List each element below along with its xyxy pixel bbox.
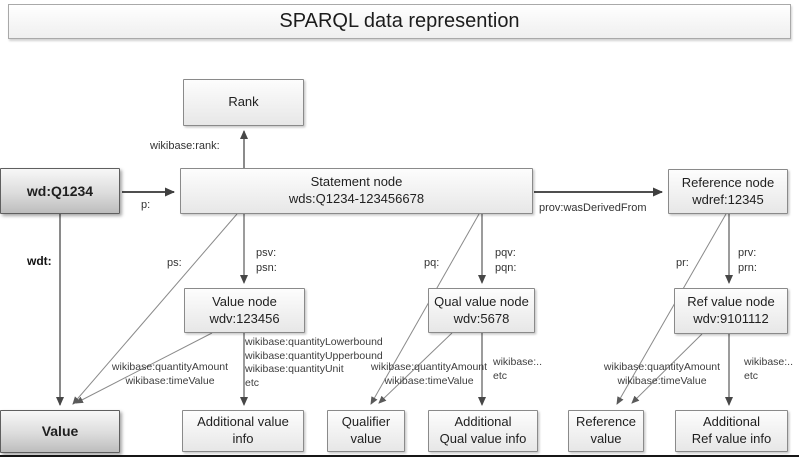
- node-additional-qual-value-info: Additional Qual value info: [428, 410, 538, 452]
- edge-label-prv-prn: prv: prn:: [738, 247, 757, 274]
- edge-label-qual-amount: wikibase:quantityAmount wikibase:timeVal…: [370, 361, 488, 387]
- node-qualifier-value: Qualifier value: [327, 410, 405, 452]
- arrow-valuenode-value: [75, 332, 213, 404]
- node-statement: Statement node wds:Q1234-123456678: [180, 168, 533, 214]
- edge-label-pq: pq:: [424, 257, 440, 269]
- edge-label-ref-amount: wikibase:quantityAmount wikibase:timeVal…: [603, 361, 721, 387]
- edge-label-prov: prov:wasDerivedFrom: [539, 202, 647, 214]
- node-additional-ref-value-info: Additional Ref value info: [675, 410, 788, 452]
- edge-label-value-extras: wikibase:quantityLowerbound wikibase:qua…: [245, 336, 383, 389]
- edge-label-psv-psn: psv: psn:: [256, 247, 277, 274]
- arrow-refnode-refvalue: [631, 333, 703, 404]
- edge-label-ref-extras: wikibase:.. etc: [744, 356, 794, 382]
- node-value: Value: [0, 410, 120, 453]
- arrow-qualnode-qualifier: [378, 332, 453, 404]
- arrow-ps: [72, 213, 238, 405]
- node-entity-wd-q1234: wd:Q1234: [0, 168, 120, 214]
- node-value-node: Value node wdv:123456: [184, 288, 305, 333]
- node-additional-value-info: Additional value info: [182, 410, 304, 452]
- edge-label-p: p:: [141, 199, 151, 211]
- node-qual-value-node: Qual value node wdv:5678: [428, 288, 535, 333]
- node-reference: Reference node wdref:12345: [668, 169, 788, 214]
- node-reference-value: Reference value: [568, 410, 644, 452]
- edge-label-pqv-pqn: pqv: pqn:: [495, 247, 517, 274]
- edge-label-wikibase-rank: wikibase:rank:: [150, 140, 220, 152]
- node-rank: Rank: [183, 79, 304, 126]
- frame-bottom-edge: [0, 455, 799, 457]
- node-ref-value-node: Ref value node wdv:9101112: [674, 288, 788, 334]
- edge-label-pr: pr:: [676, 257, 689, 269]
- edge-label-value-amount: wikibase:quantityAmount wikibase:timeVal…: [111, 361, 229, 387]
- arrow-pq: [370, 213, 480, 405]
- arrow-pr: [616, 213, 727, 405]
- edge-label-ps: ps:: [167, 257, 182, 269]
- edge-label-wdt: wdt:: [27, 254, 52, 268]
- page-title: SPARQL data represention: [8, 4, 791, 39]
- edge-label-qual-extras: wikibase:.. etc: [493, 356, 543, 382]
